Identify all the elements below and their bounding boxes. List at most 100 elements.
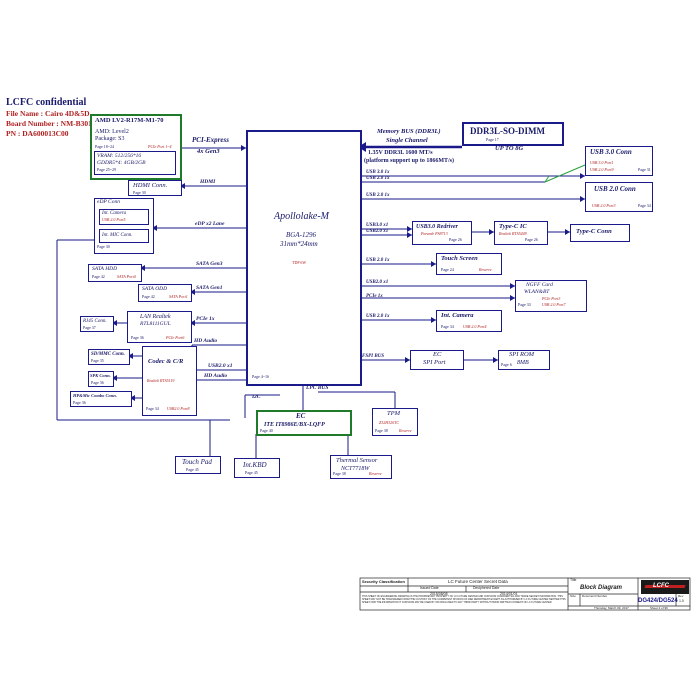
- lcfc-logo: LCFC: [641, 580, 689, 594]
- ec-spi-title: EC: [433, 351, 442, 358]
- cpu-block: Apollolake-M BGA-1296 31mm*24mm TDP 6W P…: [246, 130, 362, 386]
- sata-odd-title: SATA ODD: [142, 286, 168, 292]
- rj45-block: RJ45 Conn. Page 37: [80, 316, 114, 332]
- tb-rev: 1.0: [679, 599, 684, 603]
- usb3-conn-title: USB 3.0 Conn: [590, 148, 632, 156]
- sata-hdd-port: SATA Port0: [117, 274, 136, 279]
- tpm-page: Page 38: [375, 428, 388, 433]
- usb3-conn-p2: USB 2.0 Port9: [590, 167, 614, 172]
- usb20-x1b-label: USB2.0 x1: [366, 229, 389, 234]
- vram-page: Page 25~29: [97, 167, 116, 172]
- ddr-title: DDR3L-SO-DIMM: [470, 126, 545, 136]
- typec-ic-block: Type-C IC Realtek RTS5449 Page 26: [494, 221, 548, 245]
- edp-conn-block: eDP Conn Int. Camera USB 2.0 Port5 Int. …: [94, 198, 154, 254]
- redriver-block: USB3.0 Redriver Pararde PS8713 Page 26: [412, 221, 472, 245]
- ngff-title: NGFF Card: [526, 282, 553, 288]
- thermal-note: Reserve: [369, 471, 382, 476]
- tpm-note: Reserve: [399, 428, 412, 433]
- tb-docnum: DG424/DG524: [638, 598, 678, 604]
- camera-port: USB 2.0 Port4: [463, 324, 487, 329]
- usb20-1x-c-label: USB 2.0 1x: [366, 258, 390, 263]
- usb3-conn-block: USB 3.0 Conn USB 3.0 Port1 USB 2.0 Port9…: [585, 146, 653, 176]
- codec-part: Realtek RTS5119: [147, 378, 175, 383]
- ddr-speed-label: 1.35V DDR3L 1600 MT/s: [368, 150, 433, 156]
- lan-page: Page 36: [131, 335, 144, 340]
- typec-ic-part: Realtek RTS5449: [499, 231, 527, 236]
- hdmi-conn-block: HDMI Conn. Page 30: [128, 180, 182, 196]
- hdmi-conn-page: Page 30: [133, 190, 146, 195]
- gpu-title: AMD LV2-R17M-M1-70: [95, 117, 164, 124]
- gddr-size: GDDR5*4: 4GB/2GB: [97, 160, 146, 166]
- edp-mic-block: Int. MIC Conn.: [99, 229, 149, 243]
- usb2-conn-p1: USB 2.0 Port3: [592, 203, 616, 208]
- sdmmc-block: SD/MMC Conn. Page 35: [88, 349, 130, 365]
- sata-odd-port: SATA Port1: [169, 294, 188, 299]
- spi-rom-title: SPI ROM: [509, 351, 535, 358]
- single-channel-label: Single Channel: [386, 137, 428, 144]
- touchscreen-note: Reserve: [479, 267, 492, 272]
- spk-title: SPK Conn.: [90, 373, 111, 378]
- edp-page: Page 30: [97, 244, 110, 249]
- ddr-upto: UP TO 8G: [495, 145, 524, 152]
- typec-conn-block: Type-C Conn: [570, 224, 630, 242]
- hdmi-conn-title: HDMI Conn.: [133, 182, 168, 189]
- lan-title: LAN Realtek: [140, 314, 171, 320]
- gpu-package: Package: S3: [95, 136, 125, 142]
- ec-block: EC ITE IT8986E/BX-LQFP Page 40: [256, 410, 352, 436]
- thermal-part: NCT7718W: [341, 466, 370, 472]
- touchscreen-title: Touch Screen: [441, 255, 478, 262]
- board-number: Board Number : NM-B301: [6, 119, 92, 128]
- ngff-p1: PCIe Port3: [542, 296, 561, 301]
- thermal-title: Thermal Sensor: [336, 457, 378, 464]
- gpu-block: AMD LV2-R17M-M1-70 AMD: Level2 Package: …: [90, 114, 182, 180]
- sdmmc-title: SD/MMC Conn.: [91, 352, 125, 357]
- gpu-level: AMD: Level2: [95, 129, 129, 135]
- edp-conn-title: eDP Conn: [97, 199, 120, 205]
- redriver-title: USB3.0 Redriver: [416, 224, 458, 230]
- spi-rom-size: 8MB: [517, 360, 529, 366]
- ec-part: ITE IT8986E/BX-LQFP: [264, 422, 325, 428]
- tb-title-label: Title: [570, 578, 577, 582]
- touchscreen-page: Page 24: [441, 267, 454, 272]
- kbd-block: Int.KBD Page 45: [234, 458, 280, 478]
- pcie-1x-b-label: PCIe 1x: [366, 294, 383, 299]
- lan-part: RTL8111GUL: [140, 321, 171, 327]
- sata-hdd-page: Page 42: [92, 274, 105, 279]
- codec-page: Page 34: [146, 406, 159, 411]
- hp-combo-page: Page 36: [73, 400, 86, 405]
- tb-title: Block Diagram: [580, 585, 623, 591]
- rj45-page: Page 37: [83, 325, 96, 330]
- tpm-block: TPM Z32H320TC Page 38 Reserve: [372, 408, 418, 436]
- ddr-support-label: (platform support up to 1866MT/s): [364, 158, 455, 164]
- kbd-page: Page 45: [245, 470, 258, 475]
- ngff-page: Page 33: [518, 302, 531, 307]
- usb30-x1-label: USB3.0 x1: [366, 223, 389, 228]
- lan-block: LAN Realtek RTL8111GUL Page 36 PCIe Port…: [127, 311, 192, 343]
- fspi-bus-label: FSPI BUS: [362, 354, 385, 359]
- vram-block: VRAM: 512/256*16 GDDR5*4: 4GB/2GB Page 2…: [94, 151, 176, 175]
- sata-odd-page: Page 42: [142, 294, 155, 299]
- usb3-conn-page: Page 31: [638, 167, 651, 172]
- tpm-title: TPM: [387, 410, 400, 417]
- ngff-p2: USB 2.0 Port7: [542, 302, 566, 307]
- cpu-name: Apollolake-M: [274, 211, 329, 222]
- hp-combo-block: HP&Mic Combo Conn. Page 36: [70, 391, 132, 407]
- tb-issued-date: 2015/08/08: [430, 592, 448, 596]
- camera-block: Int. Camera Page 34 USB 2.0 Port4: [436, 310, 502, 332]
- usb20-x1c-label: USB2.0 x1: [366, 280, 389, 285]
- codec-title: Codec & C/R: [148, 358, 184, 365]
- cpu-size: 31mm*24mm: [280, 240, 318, 248]
- ngff-block: NGFF Card WLAN&BT PCIe Port3 USB 2.0 Por…: [515, 280, 587, 312]
- touchscreen-block: Touch Screen Page 24 Reserve: [436, 253, 502, 275]
- ec-spi-sub: SPI Port: [423, 359, 446, 366]
- codec-port: USB2.0 Port8: [167, 406, 190, 411]
- hd-audio-bus-label: HD Audio: [194, 338, 218, 344]
- sata-odd-block: SATA ODD Page 42 SATA Port1: [138, 284, 192, 302]
- typec-ic-title: Type-C IC: [499, 223, 527, 230]
- thermal-page: Page 38: [333, 471, 346, 476]
- vram-size: VRAM: 512/256*16: [97, 153, 142, 159]
- memory-bus-label: Memory BUS (DDR3L): [377, 128, 441, 135]
- ec-spi-block: EC SPI Port: [410, 350, 464, 370]
- tb-sheet: Sheet 2 of 96: [650, 606, 668, 610]
- camera-title: Int. Camera: [441, 312, 474, 319]
